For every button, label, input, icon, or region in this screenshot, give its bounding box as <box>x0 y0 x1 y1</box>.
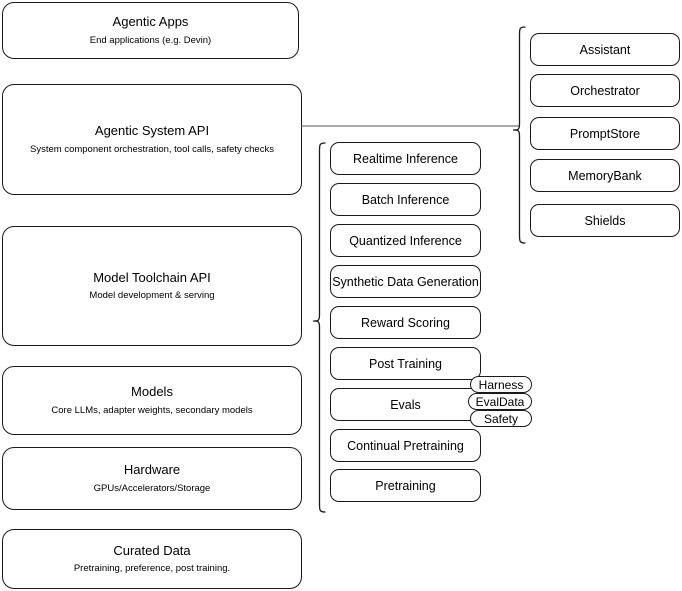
component-label: Realtime Inference <box>353 151 458 166</box>
layer-title: Models <box>131 384 173 400</box>
eval-pill-evaldata[interactable]: EvalData <box>468 393 532 410</box>
brace-model-toolchain-components <box>312 142 326 513</box>
component-label: Reward Scoring <box>361 315 450 330</box>
layer-title: Hardware <box>123 462 181 478</box>
layer-subtitle: Model development & serving <box>89 290 215 302</box>
eval-pill-harness[interactable]: Harness <box>470 376 532 393</box>
layer-subtitle: Core LLMs, adapter weights, secondary mo… <box>51 404 253 416</box>
layer-box-hardware[interactable]: Hardware GPUs/Accelerators/Storage <box>2 447 302 510</box>
eval-pill-label: EvalData <box>475 394 525 409</box>
component-label: Quantized Inference <box>349 233 462 248</box>
layer-title: Model Toolchain API <box>93 269 211 285</box>
brace-agentic-system-components <box>512 26 526 244</box>
component-box-orchestrator[interactable]: Orchestrator <box>530 74 680 107</box>
layer-subtitle: GPUs/Accelerators/Storage <box>93 482 211 494</box>
layer-box-agentic-system-api[interactable]: Agentic System API System component orch… <box>2 84 302 195</box>
layer-title: Agentic Apps <box>112 14 189 30</box>
component-label: Batch Inference <box>361 192 450 207</box>
component-box-quantized-inference[interactable]: Quantized Inference <box>330 224 481 257</box>
component-box-pretraining[interactable]: Pretraining <box>330 469 481 502</box>
component-label: Orchestrator <box>570 83 640 98</box>
component-box-memorybank[interactable]: MemoryBank <box>530 159 680 192</box>
eval-pill-safety[interactable]: Safety <box>470 410 532 427</box>
component-box-shields[interactable]: Shields <box>530 204 680 237</box>
component-label: Assistant <box>579 42 631 57</box>
eval-pill-label: Harness <box>478 377 524 392</box>
component-label: Post Training <box>369 356 442 371</box>
component-box-post-training[interactable]: Post Training <box>330 347 481 380</box>
layer-subtitle: Pretraining, preference, post training. <box>73 563 231 575</box>
component-box-promptstore[interactable]: PromptStore <box>530 117 680 150</box>
component-label: Shields <box>584 213 626 228</box>
layer-title: Curated Data <box>113 542 191 558</box>
layer-box-models[interactable]: Models Core LLMs, adapter weights, secon… <box>2 366 302 435</box>
layer-box-curated-data[interactable]: Curated Data Pretraining, preference, po… <box>2 529 302 589</box>
layer-box-agentic-apps[interactable]: Agentic Apps End applications (e.g. Devi… <box>2 2 299 59</box>
component-box-synthetic-data-generation[interactable]: Synthetic Data Generation <box>330 265 481 298</box>
component-label: Synthetic Data Generation <box>332 274 479 289</box>
component-box-assistant[interactable]: Assistant <box>530 33 680 66</box>
component-box-realtime-inference[interactable]: Realtime Inference <box>330 142 481 175</box>
eval-pill-label: Safety <box>483 411 519 426</box>
component-label: PromptStore <box>569 126 641 141</box>
layer-subtitle: System component orchestration, tool cal… <box>30 143 274 155</box>
layer-box-model-toolchain-api[interactable]: Model Toolchain API Model development & … <box>2 226 302 346</box>
layer-title: Agentic System API <box>94 123 210 139</box>
component-box-reward-scoring[interactable]: Reward Scoring <box>330 306 481 339</box>
component-label: MemoryBank <box>568 168 642 183</box>
layer-subtitle: End applications (e.g. Devin) <box>89 34 212 46</box>
component-box-evals[interactable]: Evals <box>330 388 481 421</box>
component-box-batch-inference[interactable]: Batch Inference <box>330 183 481 216</box>
connector-agentic-system-api-to-components <box>301 125 519 127</box>
component-label: Evals <box>390 397 421 412</box>
component-box-continual-pretraining[interactable]: Continual Pretraining <box>330 429 481 462</box>
component-label: Continual Pretraining <box>347 438 464 453</box>
component-label: Pretraining <box>375 478 436 493</box>
